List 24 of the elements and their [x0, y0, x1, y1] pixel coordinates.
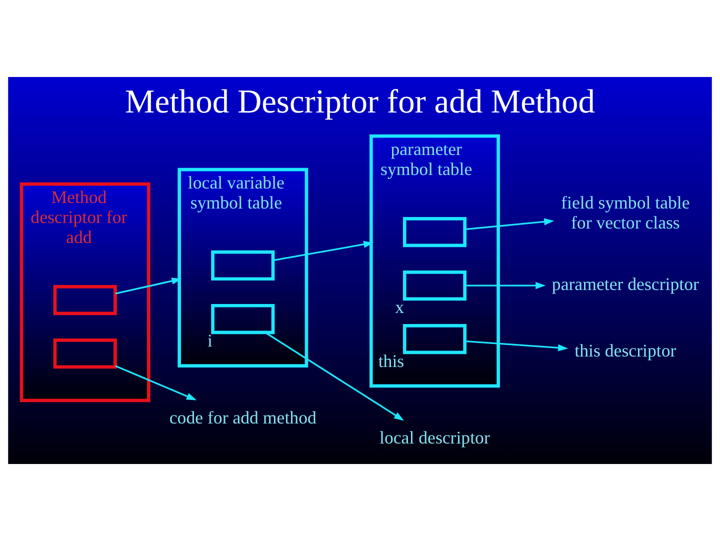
node-box	[402, 270, 466, 300]
arrow	[464, 218, 554, 230]
node-text: local descriptor	[380, 427, 490, 448]
node-text: code for add method	[169, 407, 316, 428]
node-label: this	[378, 350, 404, 370]
arrow	[115, 277, 182, 294]
node-box	[402, 216, 466, 247]
node-label: x	[395, 296, 404, 317]
node-text: parameter descriptor	[552, 273, 699, 294]
node-box	[211, 250, 275, 280]
node-box	[402, 324, 466, 354]
arrow	[464, 340, 568, 351]
node-box	[53, 338, 117, 368]
node-text: field symbol table for vector class	[561, 192, 690, 232]
node-box	[211, 303, 275, 334]
node-text: this descriptor	[574, 340, 676, 360]
node-box	[53, 284, 117, 315]
arrow	[264, 331, 404, 420]
diagram-title: Method Descriptor for add Method	[125, 83, 595, 120]
node-label: i	[208, 330, 212, 350]
arrow	[273, 240, 374, 261]
arrow	[464, 282, 546, 289]
arrow	[115, 364, 197, 400]
cluster: Method descriptor for add	[20, 182, 150, 402]
